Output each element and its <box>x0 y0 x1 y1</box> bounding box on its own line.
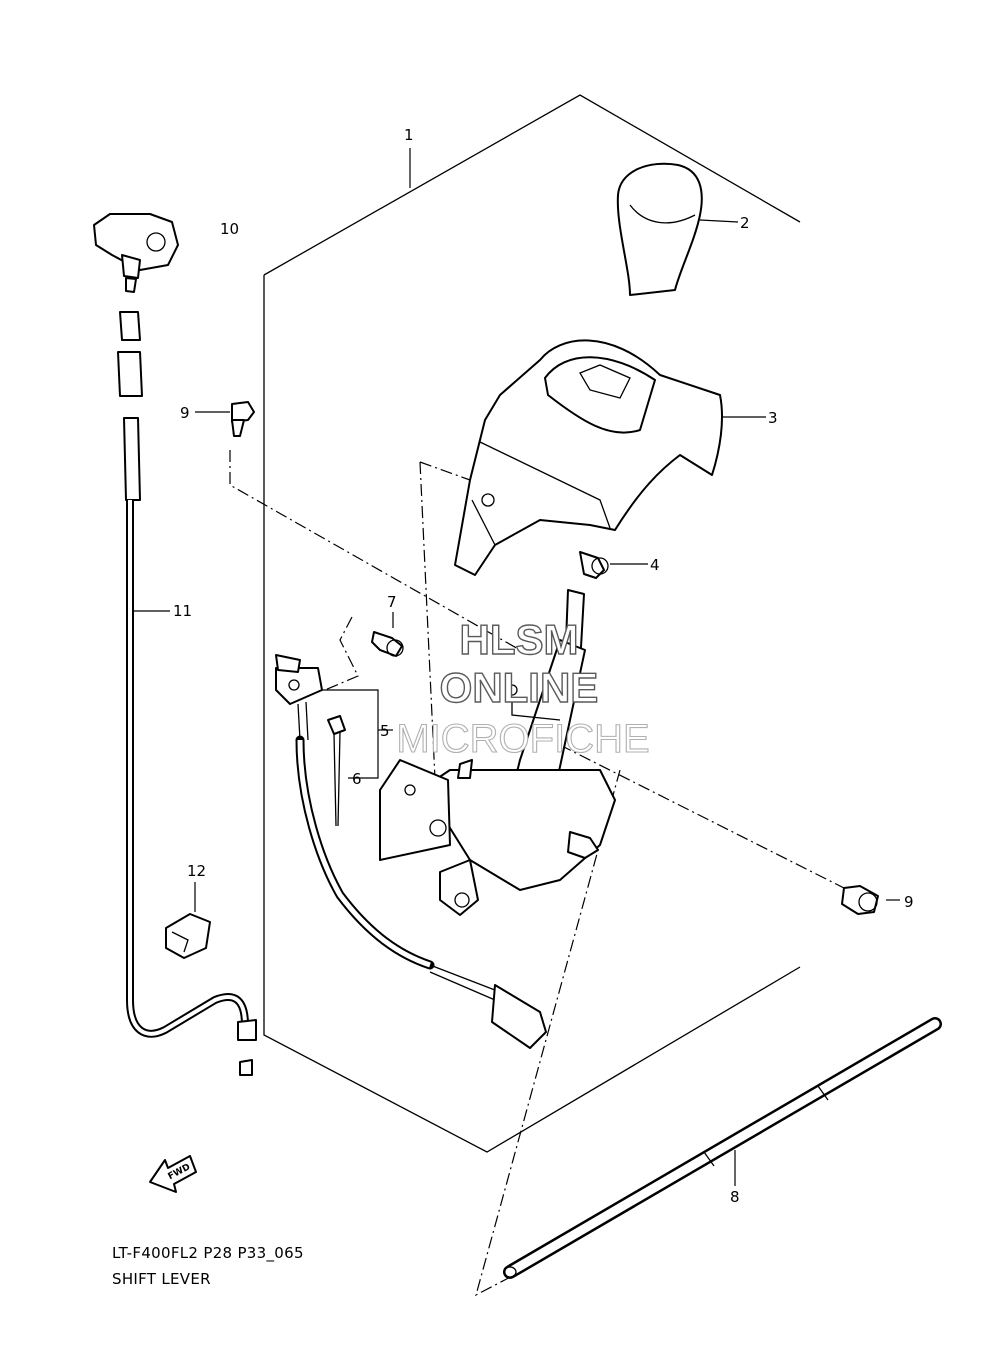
speedometer-cable <box>117 311 257 1076</box>
callout-11: 11 <box>173 602 192 620</box>
callout-4: 4 <box>650 556 660 574</box>
callout-12: 12 <box>187 862 206 880</box>
cable-tie <box>327 715 346 827</box>
callout-7: 7 <box>387 593 397 611</box>
watermark-line3: MICROFICHE <box>396 717 649 761</box>
bolt-9-upper <box>231 401 255 437</box>
assembly-outline <box>263 94 801 1153</box>
leader-lines <box>130 148 900 1186</box>
callout-8: 8 <box>730 1188 740 1206</box>
diagram-caption: LT-F400FL2 P28 P33_065 SHIFT LEVER <box>112 1244 304 1288</box>
diagram-title: SHIFT LEVER <box>112 1270 211 1288</box>
model-code: LT-F400FL2 P28 P33_065 <box>112 1244 304 1263</box>
bolt-4 <box>579 551 609 579</box>
callout-1: 1 <box>404 126 414 144</box>
shift-cover <box>454 339 723 576</box>
neutral-switch <box>275 654 323 741</box>
callout-labels: 1 2 3 4 5 6 7 8 9 9 10 11 12 <box>173 126 914 1206</box>
watermark-line2: ONLINE <box>440 664 599 711</box>
callout-9-lower: 9 <box>904 893 914 911</box>
callout-6: 6 <box>352 770 362 788</box>
watermark-line1: HLSM <box>460 616 579 663</box>
fwd-arrow: FWD <box>149 1155 197 1193</box>
wire-harness <box>295 735 547 1049</box>
cable-clamp <box>165 913 211 959</box>
shift-rod <box>503 1017 942 1279</box>
callout-5: 5 <box>380 722 390 740</box>
callout-2: 2 <box>740 214 750 232</box>
speed-sensor <box>93 213 179 293</box>
shift-knob <box>616 162 703 296</box>
bolt-7 <box>371 631 404 657</box>
callout-9-upper: 9 <box>180 404 190 422</box>
watermark: HLSM ONLINE MICROFICHE <box>396 615 650 761</box>
bolt-9-lower <box>841 885 879 915</box>
callout-3: 3 <box>768 409 778 427</box>
shift-lever-body <box>379 589 616 916</box>
callout-10: 10 <box>220 220 239 238</box>
